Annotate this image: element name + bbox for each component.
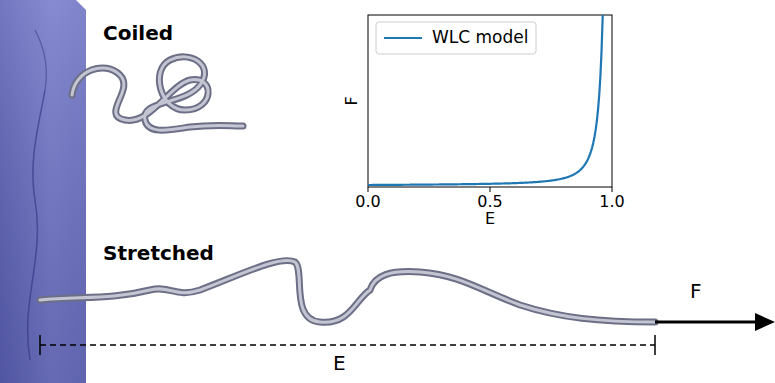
wlc-curve [368,15,603,185]
stretched-polymer [40,261,655,323]
tick-label: 0.0 [355,193,380,211]
inset-plot [368,15,612,192]
extension-dimension [40,335,655,355]
tick-label: 0.5 [477,193,502,211]
panel-title: Stretched [103,242,214,264]
legend-line [384,37,422,39]
surface-wall [0,0,86,383]
coiled-polymer [72,57,243,130]
extension-label: E [333,352,346,374]
axis-label: F [343,96,361,105]
tick-label: 1.0 [599,193,624,211]
force-label: F [690,280,702,302]
legend-text: WLC model [432,28,529,47]
axis-label: E [485,210,495,228]
legend-box [376,22,536,54]
force-arrow [655,313,775,331]
panel-title: Coiled [103,22,173,44]
